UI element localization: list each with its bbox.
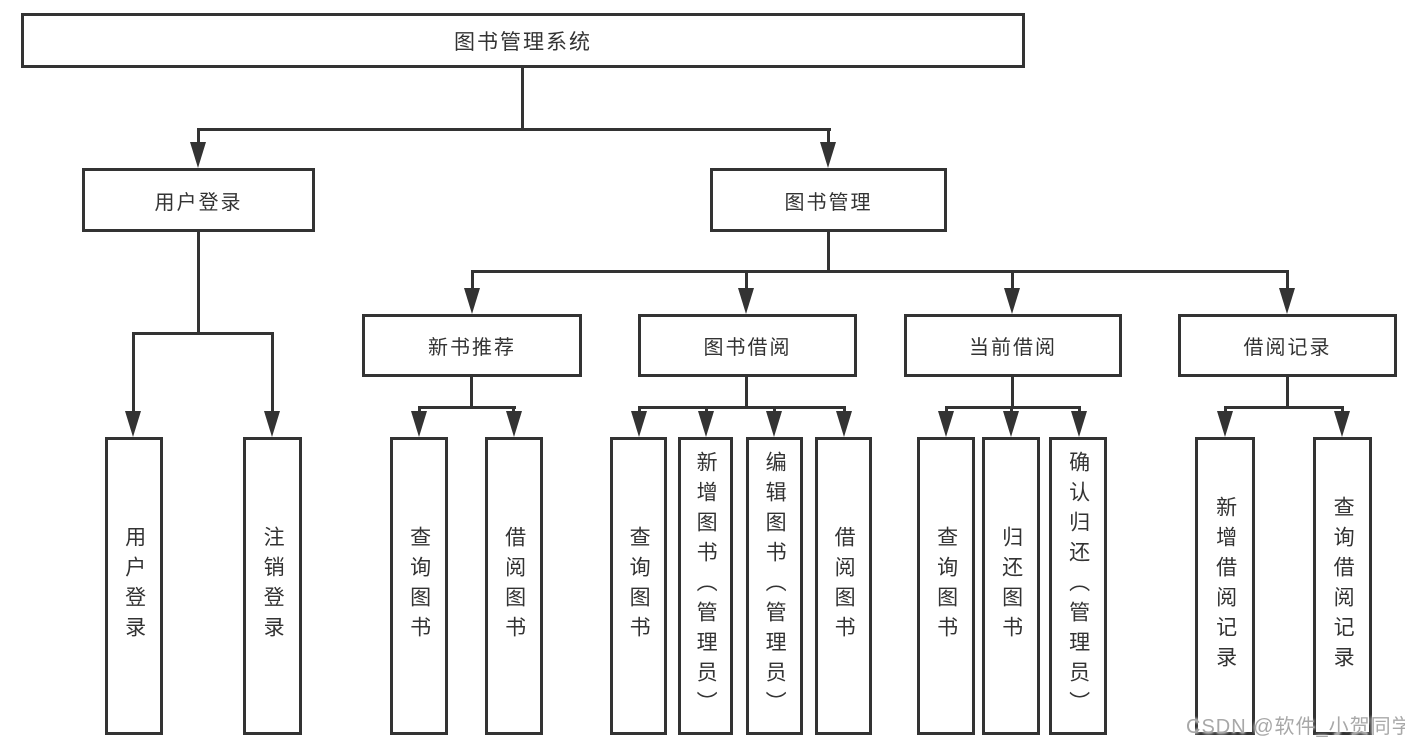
- node-book-management-label: 图书管理: [784, 191, 873, 214]
- arrowhead-down-icon: [1279, 288, 1295, 314]
- connector-line: [471, 270, 474, 292]
- leaf-recommend-query-book-label: 查询图书: [407, 526, 431, 646]
- arrowhead-down-icon: [1003, 411, 1019, 437]
- connector-line: [745, 377, 748, 408]
- csdn-watermark: CSDN @软件_小贺同学: [1186, 716, 1405, 738]
- connector-line: [945, 406, 1081, 409]
- connector-line: [827, 232, 830, 272]
- arrowhead-down-icon: [125, 411, 141, 437]
- leaf-add-book-admin: 新增图书（管理员）: [678, 437, 733, 735]
- connector-line: [1011, 377, 1014, 408]
- arrowhead-down-icon: [1004, 288, 1020, 314]
- leaf-borrow-query-book-label: 查询图书: [627, 526, 651, 646]
- leaf-query-borrow-record: 查询借阅记录: [1313, 437, 1372, 735]
- node-borrow-records: 借阅记录: [1178, 314, 1397, 377]
- leaf-edit-book-admin-label: 编辑图书（管理员）: [763, 451, 787, 721]
- arrowhead-down-icon: [738, 288, 754, 314]
- arrowhead-down-icon: [631, 411, 647, 437]
- leaf-confirm-return-admin-label: 确认归还（管理员）: [1066, 451, 1090, 721]
- arrowhead-down-icon: [464, 288, 480, 314]
- node-current-borrow: 当前借阅: [904, 314, 1122, 377]
- arrowhead-down-icon: [836, 411, 852, 437]
- arrowhead-down-icon: [264, 411, 280, 437]
- connector-line: [271, 332, 274, 414]
- leaf-recommend-borrow-book: 借阅图书: [485, 437, 543, 735]
- leaf-edit-book-admin: 编辑图书（管理员）: [746, 437, 803, 735]
- arrowhead-down-icon: [698, 411, 714, 437]
- connector-line: [132, 332, 135, 414]
- leaf-current-query-book-label: 查询图书: [934, 526, 958, 646]
- connector-line: [471, 270, 1289, 273]
- arrowhead-down-icon: [820, 142, 836, 168]
- leaf-logout: 注销登录: [243, 437, 302, 735]
- leaf-recommend-borrow-book-label: 借阅图书: [502, 526, 526, 646]
- connector-line: [521, 68, 524, 130]
- leaf-add-borrow-record-label: 新增借阅记录: [1213, 496, 1237, 676]
- leaf-user-login-label: 用户登录: [122, 526, 146, 646]
- connector-line: [470, 377, 473, 408]
- node-user-login-label: 用户登录: [154, 191, 243, 214]
- connector-line: [132, 332, 274, 335]
- arrowhead-down-icon: [766, 411, 782, 437]
- connector-line: [827, 128, 830, 150]
- node-current-borrow-label: 当前借阅: [969, 337, 1057, 359]
- node-root: 图书管理系统: [21, 13, 1025, 68]
- leaf-logout-label: 注销登录: [261, 526, 285, 646]
- node-book-borrow-label: 图书借阅: [703, 337, 792, 359]
- connector-line: [418, 406, 516, 409]
- node-book-borrow: 图书借阅: [638, 314, 857, 377]
- leaf-current-query-book: 查询图书: [917, 437, 975, 735]
- connector-line: [1224, 406, 1344, 409]
- connector-line: [197, 232, 200, 335]
- leaf-borrow-query-book: 查询图书: [610, 437, 667, 735]
- arrowhead-down-icon: [190, 142, 206, 168]
- node-borrow-records-label: 借阅记录: [1243, 337, 1332, 359]
- node-new-book-recommend: 新书推荐: [362, 314, 582, 377]
- leaf-recommend-query-book: 查询图书: [390, 437, 448, 735]
- node-root-label: 图书管理系统: [454, 30, 592, 54]
- leaf-query-borrow-record-label: 查询借阅记录: [1331, 496, 1355, 676]
- connector-line: [1011, 270, 1014, 292]
- leaf-user-login: 用户登录: [105, 437, 163, 735]
- connector-line: [1286, 377, 1289, 408]
- arrowhead-down-icon: [1071, 411, 1087, 437]
- leaf-confirm-return-admin: 确认归还（管理员）: [1049, 437, 1107, 735]
- connector-line: [638, 406, 846, 409]
- arrowhead-down-icon: [506, 411, 522, 437]
- arrowhead-down-icon: [938, 411, 954, 437]
- connector-line: [1286, 270, 1289, 292]
- connector-line: [197, 128, 831, 131]
- leaf-borrow-book-label: 借阅图书: [832, 526, 856, 646]
- connector-line: [197, 128, 200, 150]
- node-user-login: 用户登录: [82, 168, 315, 232]
- arrowhead-down-icon: [1334, 411, 1350, 437]
- leaf-return-book: 归还图书: [982, 437, 1040, 735]
- arrowhead-down-icon: [1217, 411, 1233, 437]
- leaf-borrow-book: 借阅图书: [815, 437, 872, 735]
- node-new-book-recommend-label: 新书推荐: [428, 337, 516, 359]
- connector-line: [745, 270, 748, 292]
- arrowhead-down-icon: [411, 411, 427, 437]
- leaf-add-borrow-record: 新增借阅记录: [1195, 437, 1255, 735]
- leaf-return-book-label: 归还图书: [999, 526, 1023, 646]
- node-book-management: 图书管理: [710, 168, 947, 232]
- leaf-add-book-admin-label: 新增图书（管理员）: [694, 451, 718, 721]
